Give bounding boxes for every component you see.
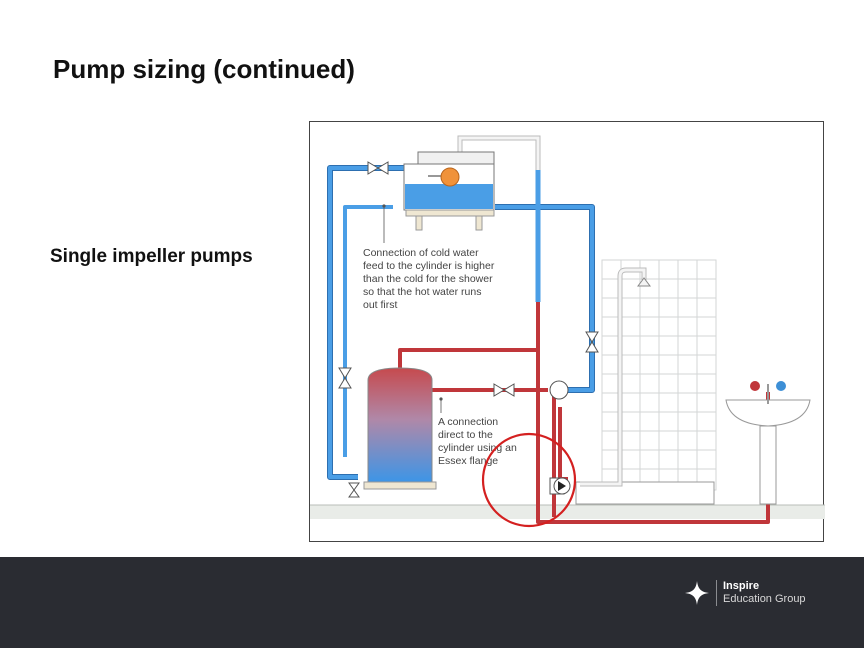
gate-valve-icon	[338, 367, 352, 389]
drain-valve-icon	[348, 482, 360, 498]
floor	[310, 505, 825, 519]
hot-water-cylinder	[363, 367, 437, 490]
cold-water-cistern	[403, 151, 495, 231]
footer-bar: Inspire Education Group	[0, 557, 864, 648]
shower-head-icon	[637, 277, 651, 287]
hot-tap-icon	[750, 381, 760, 391]
inspire-logo: Inspire Education Group	[684, 580, 806, 606]
slide-title: Pump sizing (continued)	[53, 54, 355, 84]
pump-tee-icon	[549, 380, 569, 400]
gate-valve-icon	[367, 161, 389, 175]
pump-system-diagram: Connection of cold water feed to the cyl…	[309, 121, 825, 542]
gate-valve-icon	[493, 383, 515, 397]
plumbing-schematic: Connection of cold water feed to the cyl…	[310, 135, 825, 528]
logo-brand-sub: Education Group	[723, 593, 806, 605]
gate-valve-icon	[585, 331, 599, 353]
logo-brand: Inspire	[723, 580, 760, 592]
four-point-star-icon	[685, 581, 709, 605]
subheading-single-impeller: Single impeller pumps	[50, 246, 253, 267]
cold-tap-icon	[776, 381, 786, 391]
float-ball-icon	[440, 167, 460, 187]
pump-highlight-circle	[481, 432, 577, 528]
cold-water-pipes	[327, 165, 595, 480]
note-cold-feed: Connection of cold water feed to the cyl…	[363, 247, 497, 311]
shower-tray	[575, 481, 715, 505]
logo-divider	[716, 580, 717, 606]
note-essex-flange: A connection direct to the cylinder usin…	[438, 416, 520, 467]
wash-basin	[725, 381, 811, 505]
pump-icon	[549, 477, 571, 495]
